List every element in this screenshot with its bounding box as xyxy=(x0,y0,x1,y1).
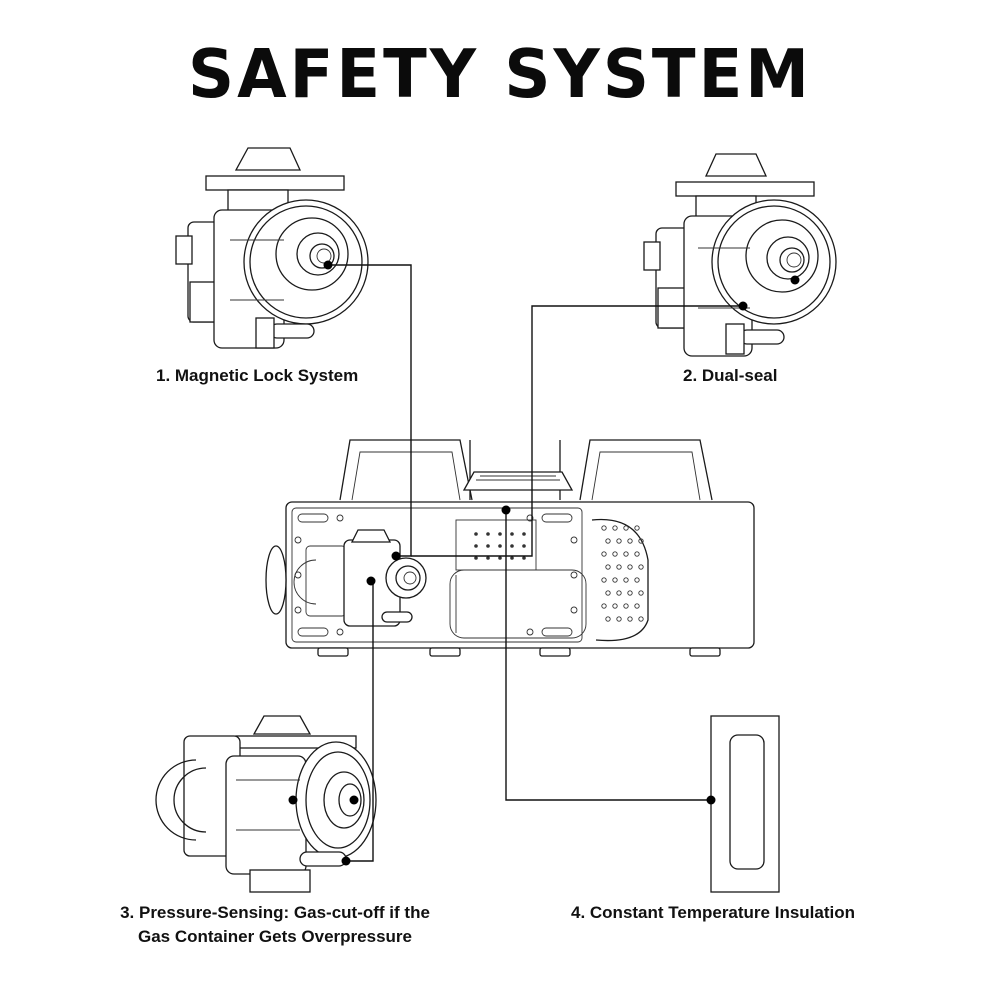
side-vent-holes xyxy=(601,525,644,622)
marker-dot xyxy=(341,856,351,866)
vent-hole xyxy=(612,551,618,557)
insulation-panel xyxy=(710,715,780,893)
marker-dot xyxy=(349,795,359,805)
leader-lines xyxy=(288,260,800,866)
vent-hole xyxy=(638,564,644,570)
panel-hole xyxy=(474,544,478,548)
label-pressure-sensing: 3. Pressure-Sensing: Gas-cut-off if the … xyxy=(80,903,470,947)
vent-hole xyxy=(623,603,629,609)
vent-hole xyxy=(627,590,633,596)
vent-hole xyxy=(623,577,629,583)
vent-hole xyxy=(605,616,611,622)
panel-hole xyxy=(510,544,514,548)
panel-hole xyxy=(522,544,526,548)
vent-hole xyxy=(634,577,640,583)
marker-dot xyxy=(323,260,333,270)
panel-hole xyxy=(498,532,502,536)
vent-hole xyxy=(601,525,607,531)
marker-dot xyxy=(738,301,748,311)
panel-hole xyxy=(486,544,490,548)
vent-hole xyxy=(605,564,611,570)
vent-hole xyxy=(638,616,644,622)
vent-hole xyxy=(612,577,618,583)
leader-dual-seal xyxy=(411,305,743,557)
inner-panel-holes xyxy=(474,532,526,560)
marker-dot xyxy=(706,795,716,805)
vent-hole xyxy=(623,551,629,557)
vent-hole xyxy=(616,616,622,622)
vent-hole xyxy=(601,551,607,557)
vent-hole xyxy=(623,525,629,531)
magnetic-lock-regulator xyxy=(175,147,369,349)
panel-hole xyxy=(486,532,490,536)
leader-insulation xyxy=(505,510,711,801)
marker-dot xyxy=(790,275,800,285)
leader-magnetic-lock xyxy=(328,264,412,557)
vent-hole xyxy=(638,590,644,596)
panel-hole xyxy=(510,556,514,560)
vent-hole xyxy=(601,603,607,609)
vent-hole xyxy=(627,564,633,570)
panel-hole xyxy=(486,556,490,560)
dual-seal-regulator xyxy=(643,153,837,357)
marker-dot xyxy=(501,505,511,515)
marker-dot xyxy=(366,576,376,586)
panel-hole xyxy=(474,556,478,560)
vent-hole xyxy=(634,525,640,531)
marker-dot xyxy=(391,551,401,561)
label-pressure-sensing-line1: 3. Pressure-Sensing: Gas-cut-off if the xyxy=(120,903,430,922)
vent-hole xyxy=(638,538,644,544)
pressure-sensing-regulator xyxy=(155,715,377,893)
panel-hole xyxy=(522,532,526,536)
panel-hole xyxy=(522,556,526,560)
label-dual-seal: 2. Dual-seal xyxy=(683,366,778,385)
vent-hole xyxy=(634,551,640,557)
page-title: SAFETY SYSTEM xyxy=(188,36,812,114)
panel-hole xyxy=(510,532,514,536)
stove-body xyxy=(265,439,755,657)
vent-hole xyxy=(616,564,622,570)
vent-hole xyxy=(616,538,622,544)
vent-hole xyxy=(612,603,618,609)
label-magnetic-lock: 1. Magnetic Lock System xyxy=(156,366,359,385)
label-insulation: 4. Constant Temperature Insulation xyxy=(571,903,856,922)
vent-hole xyxy=(612,525,618,531)
label-pressure-sensing-line2: Gas Container Gets Overpressure xyxy=(137,927,412,946)
vent-hole xyxy=(605,538,611,544)
panel-hole xyxy=(498,556,502,560)
vent-hole xyxy=(601,577,607,583)
vent-hole xyxy=(627,538,633,544)
vent-hole xyxy=(634,603,640,609)
panel-hole xyxy=(498,544,502,548)
marker-dot xyxy=(288,795,298,805)
vent-hole xyxy=(616,590,622,596)
vent-hole xyxy=(605,590,611,596)
panel-hole xyxy=(474,532,478,536)
vent-hole xyxy=(627,616,633,622)
